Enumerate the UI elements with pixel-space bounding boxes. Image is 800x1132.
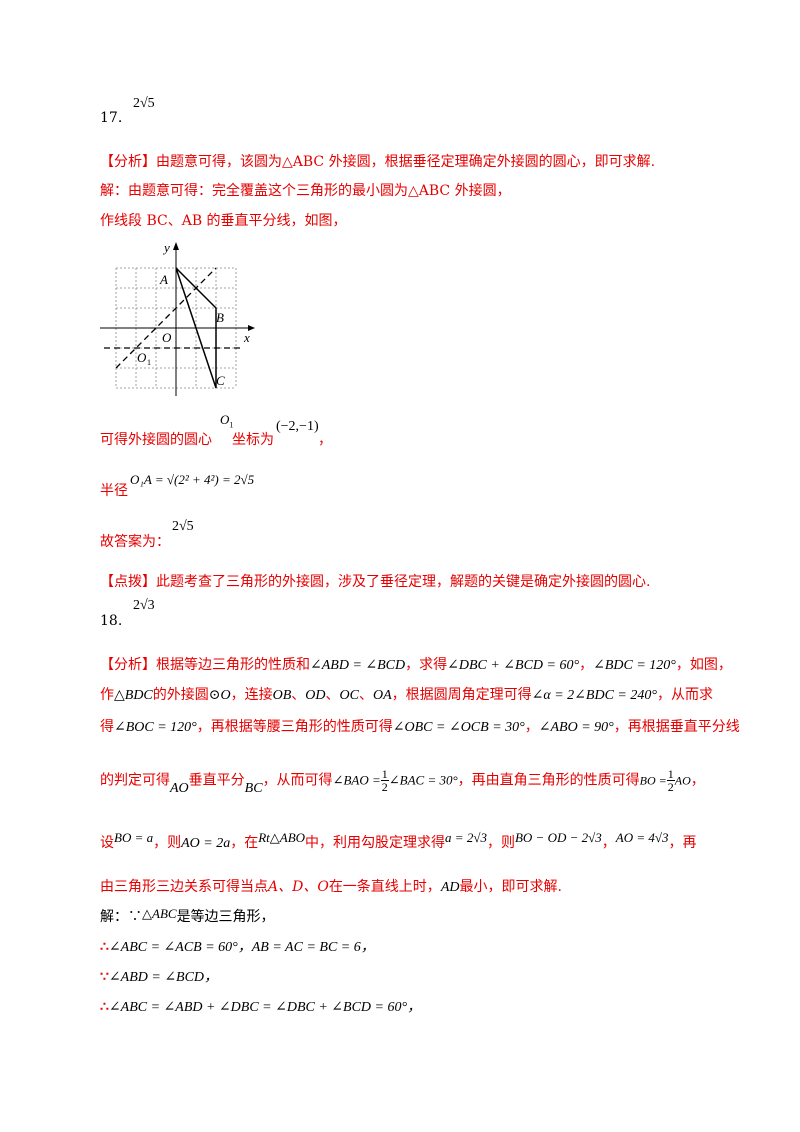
q18-solution-line2: ∴∠ABC = ∠ACB = 60°，AB = AC = BC = 6， [100, 939, 375, 955]
label-y: y [162, 240, 170, 255]
q18-analysis-line6: 由三角形三边关系可得当点A、D、O在一条直线上时，AD最小，即可求解. [100, 879, 562, 895]
q17-center-coords: (−2,−1) [276, 419, 319, 434]
q18-solution-line1: 解：∵△ABC是等边三角形， [100, 906, 275, 925]
analysis-tag: 【分析】 [100, 154, 156, 170]
q18-analysis-line2: 作△BDC的外接圆⊙O，连接OB、OD、OC、OA，根据圆周角定理可得∠α = … [100, 687, 713, 703]
label-o1: O [137, 350, 147, 365]
q17-radius-label: 半径 [100, 483, 128, 499]
label-b: B [216, 310, 224, 325]
remark-tag: 【点拨】 [100, 574, 156, 590]
q17-analysis: 【分析】由题意可得，该圆为△ABC 外接圆，根据垂径定理确定外接圆的圆心，即可求… [100, 151, 655, 171]
q18-analysis-line3: 得∠BOC = 120°，再根据等腰三角形的性质可得∠OBC = ∠OCB = … [100, 719, 740, 735]
x-axis-arrow [248, 325, 255, 331]
q18-solution-line3: ∵∠ABD = ∠BCD， [100, 969, 219, 985]
label-c: C [216, 373, 225, 388]
ab-perpendicular-bisector [115, 267, 217, 369]
q18-analysis-line1: 【分析】根据等边三角形的性质和∠ABD = ∠BCD，求得∠DBC + ∠BCD… [100, 657, 732, 673]
q18-solution-line4: ∴∠ABC = ∠ABD + ∠DBC = ∠DBC + ∠BCD = 60°， [100, 999, 422, 1015]
q18-number: 18. [100, 613, 123, 629]
remark-text: 此题考查了三角形的外接圆，涉及了垂径定理，解题的关键是确定外接圆的圆心. [156, 574, 651, 590]
q17-number: 17. [100, 110, 123, 126]
y-axis-arrow [173, 242, 179, 250]
q17-solution-line1: 解：由题意可得：完全覆盖这个三角形的最小圆为△ABC 外接圆， [100, 183, 511, 199]
triangle-abc [175, 267, 217, 389]
q18-analysis-line5: 设BO = a，则AO = 2a，在Rt△ABO中，利用勾股定理求得a = 2√… [100, 830, 697, 851]
label-x: x [243, 330, 250, 345]
analysis-text: 由题意可得，该圆为△ABC 外接圆，根据垂径定理确定外接圆的圆心，即可求解. [156, 154, 656, 170]
q17-center-tail: ， [318, 432, 332, 448]
circumcircle-figure: y x A B C O O 1 [100, 240, 255, 396]
label-o: O [162, 330, 172, 345]
label-a: A [159, 272, 168, 287]
q17-answer-value: 2√5 [172, 519, 194, 534]
label-o1-sub: 1 [147, 358, 151, 367]
q17-answer-label: 故答案为： [100, 534, 170, 550]
q18-answer: 2√3 [133, 598, 155, 613]
q17-center-text: 可得外接圆的圆心 [100, 432, 212, 448]
q17-radius-expr: O₁A = √(2² + 4²) = 2√5 [130, 472, 255, 487]
q17-remark: 【点拨】此题考查了三角形的外接圆，涉及了垂径定理，解题的关键是确定外接圆的圆心. [100, 571, 650, 591]
q17-center-o1: O1 [220, 412, 234, 430]
q17-solution-line2: 作线段 BC、AB 的垂直平分线，如图， [100, 213, 347, 229]
q17-center-text-b: 坐标为 [232, 432, 274, 448]
q17-answer: 2√5 [133, 96, 155, 111]
